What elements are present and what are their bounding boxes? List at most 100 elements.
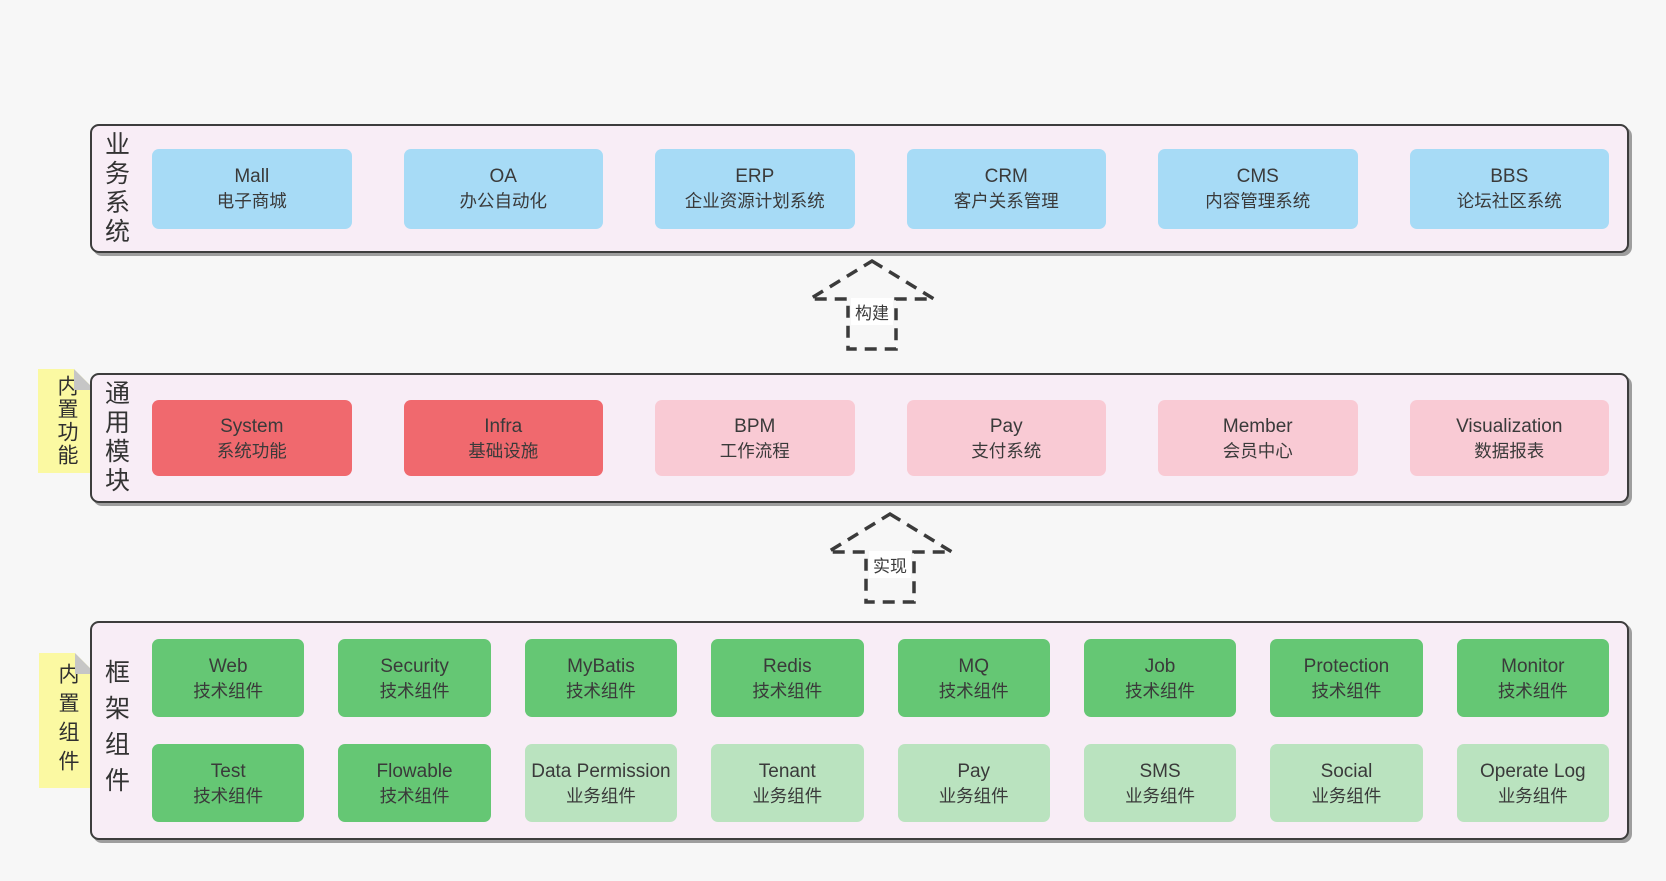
node-subtitle: 技术组件: [938, 680, 1009, 701]
node-subtitle: 业务组件: [752, 785, 823, 806]
node-visualization: Visualization 数据报表: [1409, 400, 1609, 476]
node-protection: Protection 技术组件: [1270, 639, 1423, 717]
node-job: Job 技术组件: [1083, 639, 1237, 717]
node-title: Infra: [484, 415, 523, 437]
node-title: CRM: [984, 166, 1028, 187]
section-label: 通用模块: [101, 380, 130, 496]
node-title: Pay: [989, 415, 1023, 437]
node-sms: SMS 业务组件: [1083, 744, 1237, 822]
node-subtitle: 技术组件: [1497, 680, 1568, 701]
node-erp: ERP 企业资源计划系统: [655, 148, 855, 229]
node-subtitle: 论坛社区系统: [1456, 191, 1562, 211]
node-pay: Pay 支付系统: [906, 400, 1106, 476]
node-data-permission: Data Permission 业务组件: [524, 744, 678, 822]
node-subtitle: 技术组件: [752, 680, 823, 701]
node-title: System: [220, 415, 284, 437]
node-title: BPM: [734, 415, 776, 437]
node-subtitle: 基础设施: [468, 440, 539, 461]
node-infra: Infra 基础设施: [403, 400, 603, 476]
node-subtitle: 数据报表: [1474, 440, 1545, 461]
node-subtitle: 会员中心: [1222, 440, 1293, 461]
node-title: BBS: [1490, 166, 1529, 187]
sticky-label: 内置组件: [56, 662, 79, 779]
node-title: Social: [1320, 760, 1373, 782]
node-subtitle: 系统功能: [216, 440, 287, 461]
dashed-up-arrow-icon: [807, 258, 937, 351]
node-title: CMS: [1236, 166, 1279, 187]
node-title: Operate Log: [1479, 760, 1586, 782]
node-subtitle: 业务组件: [1125, 785, 1196, 806]
arrow-label: 构建: [851, 298, 893, 325]
node-title: Job: [1144, 655, 1176, 677]
node-title: Pay: [957, 760, 991, 782]
node-subtitle: 业务组件: [938, 785, 1009, 806]
node-title: Protection: [1303, 655, 1390, 677]
node-subtitle: 电子商城: [216, 191, 287, 211]
sticky-note-builtin-features: 内置功能: [38, 369, 95, 473]
node-title: ERP: [735, 166, 775, 187]
node-subtitle: 技术组件: [379, 680, 450, 701]
node-subtitle: 技术组件: [193, 785, 264, 806]
section-label-column: 业务系统: [92, 126, 138, 251]
node-flowable: Flowable 技术组件: [338, 744, 491, 822]
node-title: Visualization: [1456, 415, 1563, 437]
arrow-build: 构建: [807, 258, 937, 352]
node-mall: Mall 电子商城: [152, 148, 352, 229]
node-tenant: Tenant 业务组件: [711, 744, 864, 822]
node-title: Test: [210, 760, 246, 782]
node-monitor: Monitor 技术组件: [1456, 639, 1609, 717]
sticky-label: 内置功能: [55, 375, 78, 467]
section-label-column: 通用模块: [92, 375, 138, 501]
node-title: Data Permission: [531, 760, 671, 782]
node-test: Test 技术组件: [152, 744, 305, 822]
node-subtitle: 支付系统: [971, 440, 1042, 461]
node-title: SMS: [1139, 760, 1181, 782]
node-web: Web 技术组件: [152, 639, 305, 717]
node-title: Redis: [763, 655, 812, 677]
node-subtitle: 技术组件: [379, 785, 450, 806]
section-label-column: 框架组件: [92, 623, 138, 838]
node-subtitle: 技术组件: [1125, 680, 1196, 701]
node-subtitle: 内容管理系统: [1205, 191, 1311, 211]
node-subtitle: 办公自动化: [459, 191, 548, 211]
node-subtitle: 技术组件: [193, 680, 264, 701]
node-mq: MQ 技术组件: [897, 639, 1050, 717]
node-title: MQ: [958, 655, 989, 677]
node-redis: Redis 技术组件: [711, 639, 864, 717]
node-subtitle: 业务组件: [565, 785, 636, 806]
node-subtitle: 企业资源计划系统: [684, 191, 825, 211]
node-title: Mall: [234, 166, 270, 187]
node-title: Tenant: [758, 760, 816, 782]
node-title: Web: [208, 655, 248, 677]
node-cms: CMS 内容管理系统: [1158, 148, 1358, 229]
node-bbs: BBS 论坛社区系统: [1409, 148, 1609, 229]
arrow-label: 实现: [869, 551, 911, 578]
arrow-implement: 实现: [825, 511, 955, 605]
node-subtitle: 业务组件: [1497, 785, 1568, 806]
sticky-note-builtin-components: 内置组件: [39, 653, 96, 788]
section-label: 框架组件: [101, 658, 130, 803]
node-subtitle: 技术组件: [1311, 680, 1382, 701]
node-pay: Pay 业务组件: [897, 744, 1050, 822]
node-title: Monitor: [1501, 655, 1565, 677]
dashed-up-arrow-icon: [825, 511, 955, 604]
node-system: System 系统功能: [152, 400, 352, 476]
node-title: MyBatis: [567, 655, 635, 677]
node-title: Flowable: [376, 760, 453, 782]
